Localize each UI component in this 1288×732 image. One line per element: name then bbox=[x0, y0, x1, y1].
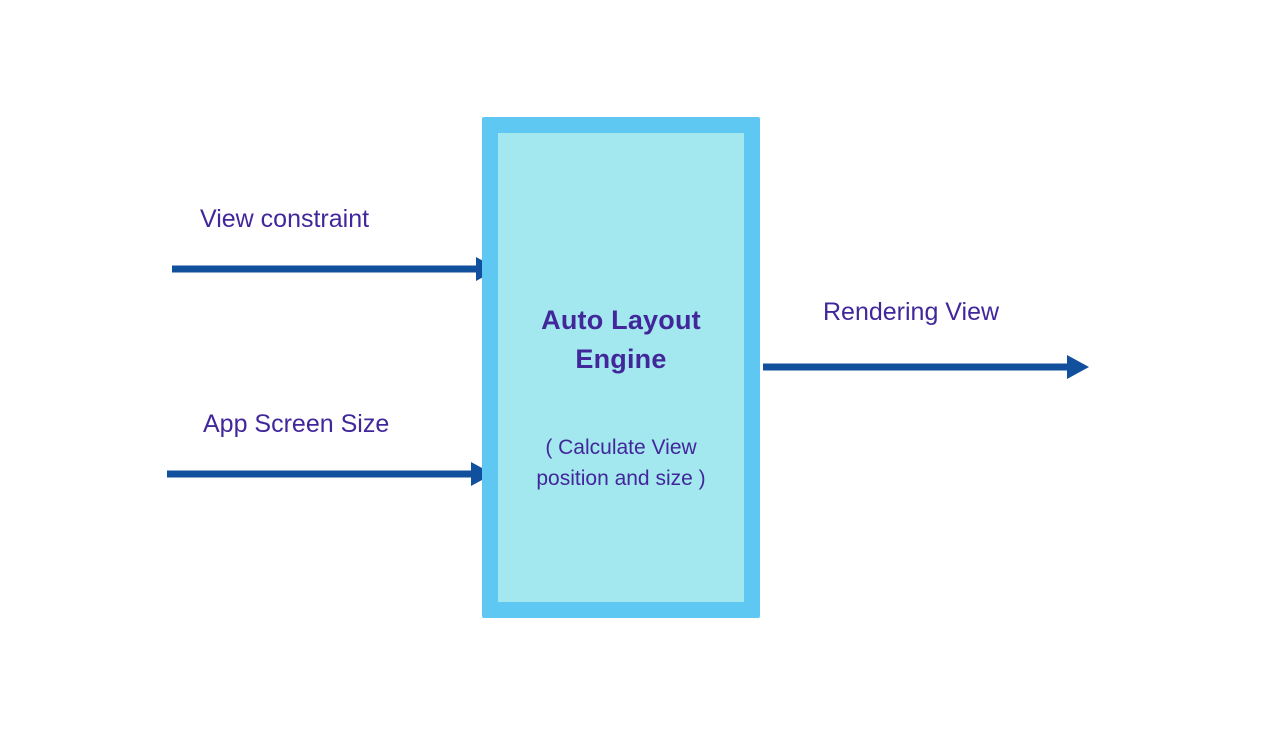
engine-title: Auto Layout Engine bbox=[541, 305, 701, 375]
right-arrow-icon bbox=[763, 355, 1089, 379]
right-arrow-icon bbox=[167, 462, 493, 486]
auto-layout-engine-box: Auto Layout Engine ( Calculate View posi… bbox=[482, 117, 760, 618]
arrow-head bbox=[1067, 355, 1089, 379]
auto-layout-engine-box-inner: Auto Layout Engine ( Calculate View posi… bbox=[498, 133, 744, 602]
output-label-rendering-view: Rendering View bbox=[823, 298, 1000, 326]
right-arrow-icon-app-screen-size bbox=[166, 459, 496, 489]
right-arrow-icon-rendering-view bbox=[762, 352, 1092, 382]
right-arrow-icon-view-constraint bbox=[171, 254, 501, 284]
right-arrow-icon bbox=[172, 257, 498, 281]
input-label-view-constraint: View constraint bbox=[200, 205, 370, 233]
input-label-app-screen-size: App Screen Size bbox=[203, 410, 390, 438]
engine-subtitle: ( Calculate View position and size ) bbox=[536, 436, 706, 490]
